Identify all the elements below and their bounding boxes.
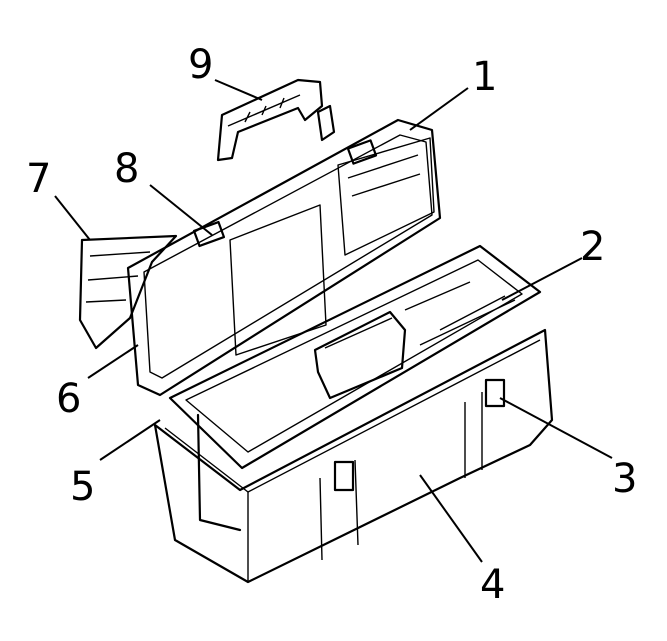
- leader-line-2: [501, 257, 583, 301]
- callout-4: 4: [480, 562, 505, 608]
- leader-line-9: [214, 79, 263, 101]
- callout-7: 7: [26, 156, 51, 202]
- leader-line-5: [99, 419, 161, 461]
- leader-line-7: [54, 195, 91, 241]
- leader-line-8: [149, 184, 213, 236]
- callouts: 1 2 3 4 5 6 7 8 9: [26, 42, 637, 608]
- callout-8: 8: [114, 146, 139, 192]
- base: [153, 328, 554, 584]
- tray: [168, 244, 542, 470]
- lid: [126, 118, 442, 397]
- callout-2: 2: [580, 224, 605, 270]
- leader-line-1: [409, 87, 469, 131]
- callout-3: 3: [612, 456, 637, 502]
- leader-lines: [54, 79, 613, 563]
- callout-1: 1: [472, 54, 497, 100]
- handle-part: [216, 78, 336, 162]
- leader-line-3: [499, 397, 613, 459]
- callout-6: 6: [56, 376, 81, 422]
- callout-5: 5: [70, 464, 95, 510]
- leader-line-6: [87, 344, 139, 379]
- side-tray-part: [78, 234, 178, 350]
- callout-9: 9: [188, 42, 213, 88]
- leader-line-4: [419, 474, 483, 563]
